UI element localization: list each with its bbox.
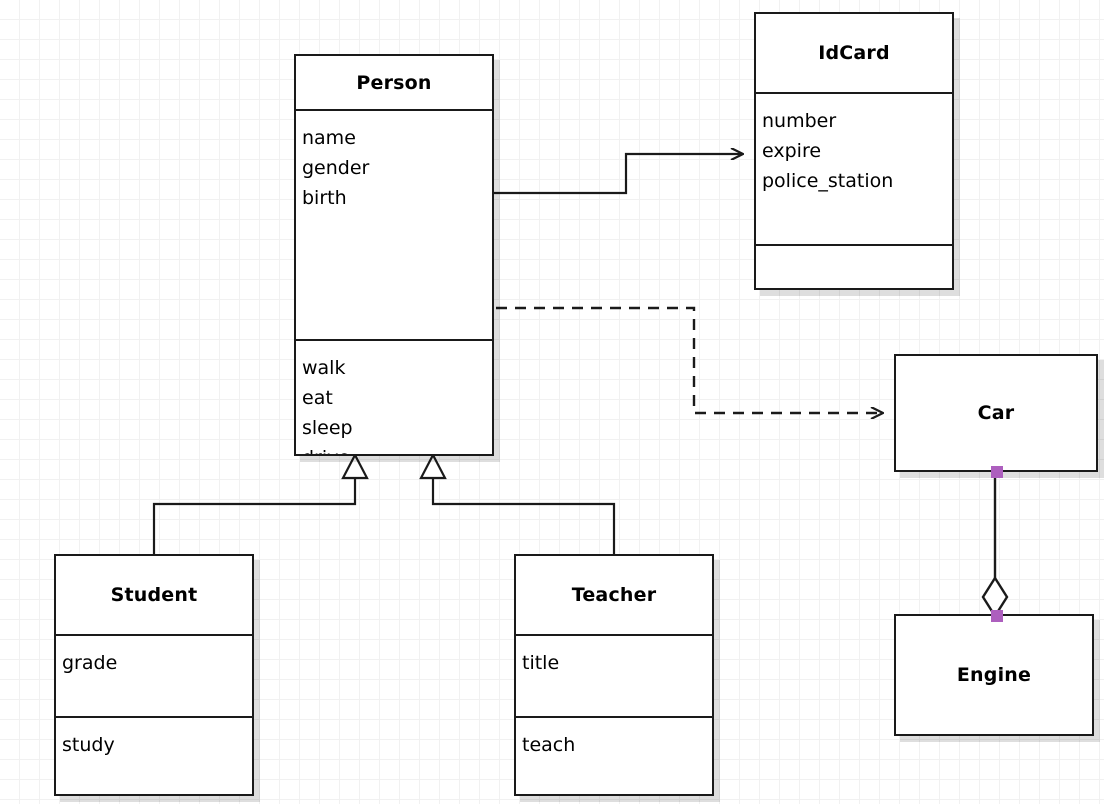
connection-handle-car[interactable] [991,466,1003,478]
edge-teacher-person[interactable] [419,452,616,554]
class-methods-compartment-student: study [56,716,252,794]
class-name-student: Student [110,584,198,606]
attribute-item: police_station [762,170,894,192]
connection-handle-engine[interactable] [991,610,1003,622]
class-box-car[interactable]: Car [894,354,1098,478]
class-methods-compartment-teacher: teach [516,716,712,794]
attribute-item: number [762,110,837,132]
attribute-item: grade [62,652,118,674]
attribute-item: expire [762,140,822,162]
attribute-item: birth [302,187,347,210]
generalization-triangle-teacher [419,452,447,480]
method-item: teach [522,734,576,756]
class-title-compartment-person: Person [296,56,492,109]
class-title-compartment-car: Car [896,356,1096,470]
attribute-item: title [522,652,560,674]
class-title-compartment-teacher: Teacher [516,556,712,634]
class-methods-compartment-idcard [756,244,952,288]
generalization-triangle-student [341,452,369,480]
class-attributes-compartment-idcard: number expire police_station [756,92,952,244]
class-name-teacher: Teacher [571,584,657,606]
edge-person-idcard[interactable] [494,154,742,195]
class-attributes-compartment-teacher: title [516,634,712,716]
class-box-teacher[interactable]: Teacher title teach [514,554,714,796]
class-name-person: Person [356,71,432,94]
class-attributes-compartment-person: name gender birth [296,109,492,339]
edge-person-car[interactable] [496,306,882,413]
class-attributes-compartment-student: grade [56,634,252,716]
edge-student-person[interactable] [152,452,369,554]
class-title-compartment-engine: Engine [896,616,1092,734]
class-name-idcard: IdCard [818,42,890,64]
class-box-person[interactable]: Person name gender birth walk eat sleep … [294,54,494,456]
class-box-engine[interactable]: Engine [894,610,1094,736]
class-title-compartment-student: Student [56,556,252,634]
class-name-car: Car [977,402,1015,424]
method-item: study [62,734,115,756]
method-item: drive [296,443,492,454]
class-box-student[interactable]: Student grade study [54,554,254,796]
method-item: walk [302,357,346,380]
method-item: eat [302,387,333,410]
attribute-item: gender [302,157,370,180]
class-box-idcard[interactable]: IdCard number expire police_station [754,12,954,290]
method-item: sleep [302,417,353,440]
attribute-item: name [302,127,356,150]
class-name-engine: Engine [956,664,1032,686]
class-title-compartment-idcard: IdCard [756,14,952,92]
edge-car-engine[interactable] [981,472,1009,619]
class-methods-compartment-person: walk eat sleep drive [296,339,492,454]
